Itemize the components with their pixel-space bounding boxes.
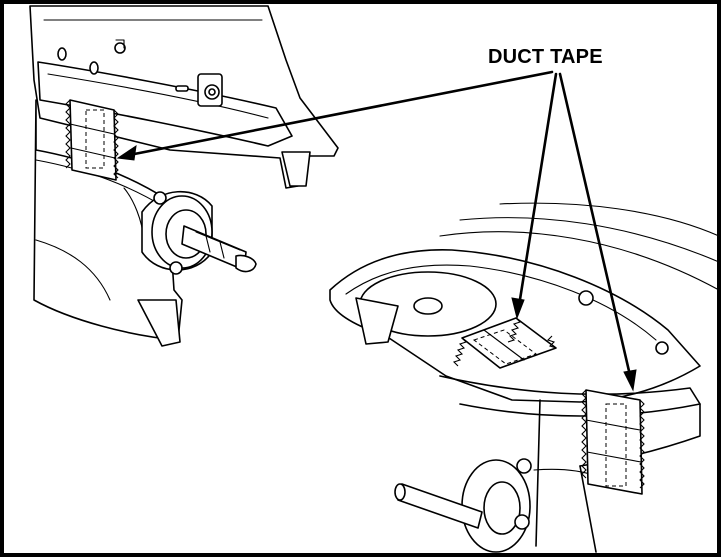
lower-tape-patch bbox=[581, 389, 645, 495]
upper-tape-patch bbox=[65, 99, 119, 181]
leader-arrows bbox=[116, 70, 637, 392]
plate-tape-patch bbox=[452, 317, 557, 369]
duct-tape-label: DUCT TAPE bbox=[488, 46, 603, 68]
lower-gearcase bbox=[329, 202, 720, 553]
upper-gearcase bbox=[29, 5, 339, 347]
